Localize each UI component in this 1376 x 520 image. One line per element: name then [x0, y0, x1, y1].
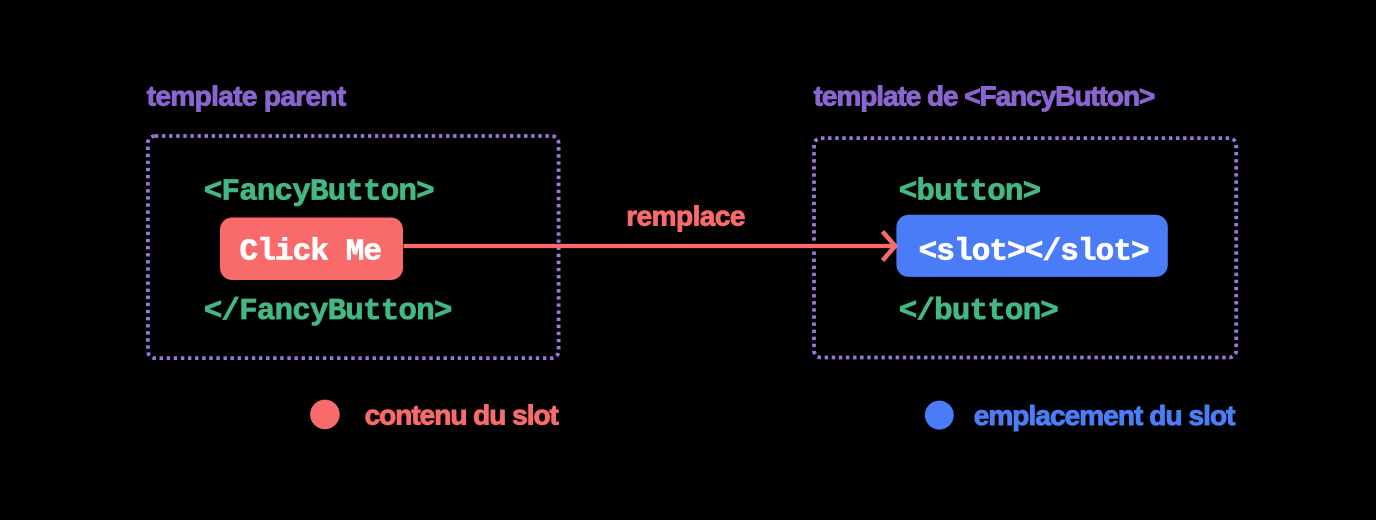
- svg-text:<slot></slot>: <slot></slot>: [919, 234, 1149, 269]
- svg-text:template de <FancyButton>: template de <FancyButton>: [814, 81, 1155, 112]
- svg-text:emplacement du slot: emplacement du slot: [974, 400, 1235, 431]
- svg-text:Click Me: Click Me: [240, 234, 382, 269]
- svg-text:<FancyButton>: <FancyButton>: [204, 174, 434, 209]
- svg-text:remplace: remplace: [626, 201, 745, 232]
- svg-text:template parent: template parent: [147, 81, 346, 112]
- svg-text:</button>: </button>: [899, 294, 1059, 329]
- svg-text:</FancyButton>: </FancyButton>: [204, 294, 452, 329]
- svg-text:contenu du slot: contenu du slot: [365, 400, 559, 431]
- svg-text:<button>: <button>: [899, 174, 1041, 209]
